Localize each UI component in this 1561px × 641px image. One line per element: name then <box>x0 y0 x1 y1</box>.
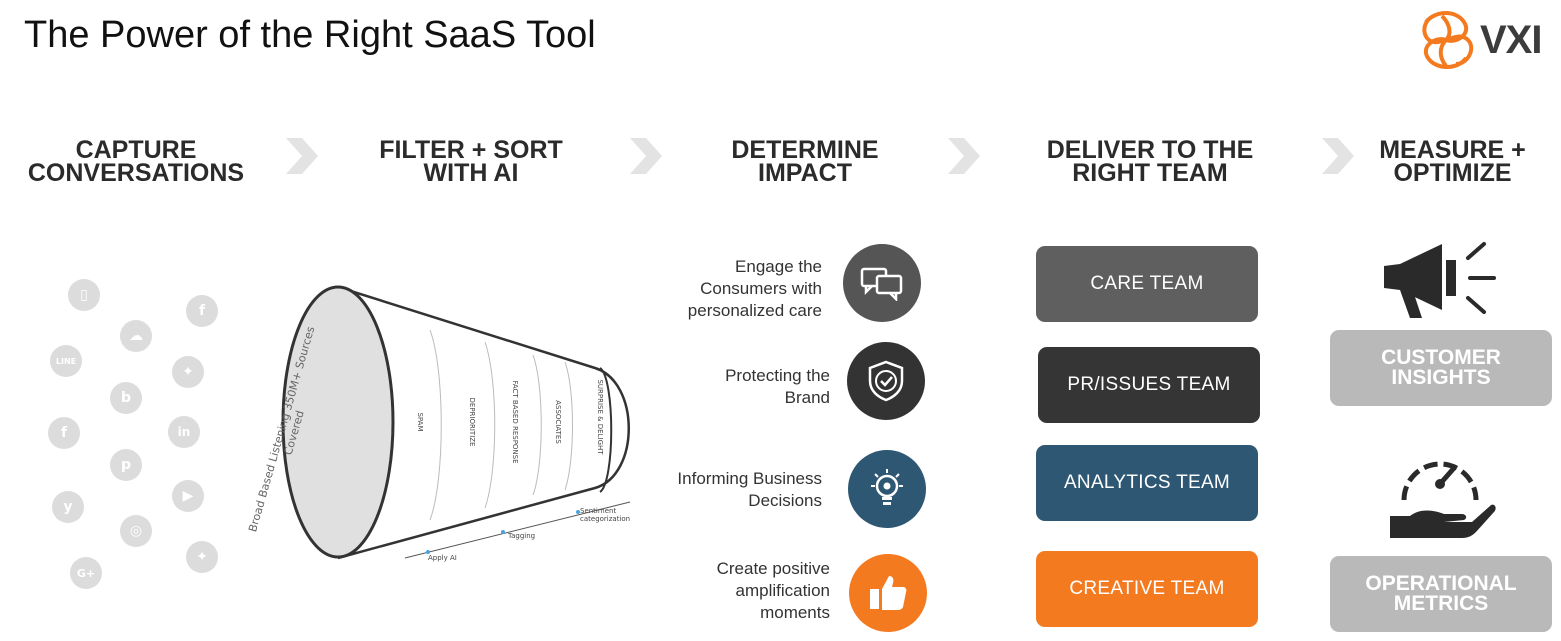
chevron-right-icon <box>630 138 662 174</box>
funnel-stage-label: ASSOCIATES <box>554 400 562 444</box>
googleplus-icon: G+ <box>70 557 102 589</box>
team-care: CARE TEAM <box>1036 246 1258 322</box>
step-measure: MEASURE +OPTIMIZE <box>1379 136 1526 187</box>
funnel-axis-label: Tagging <box>508 532 536 540</box>
logo-text: VXI <box>1480 18 1542 62</box>
shield-check-icon <box>847 342 925 420</box>
instagram-icon: ◎ <box>120 515 152 547</box>
megaphone-icon <box>1384 242 1496 318</box>
chat-bubbles-icon <box>843 244 921 322</box>
team-creative: CREATIVE TEAM <box>1036 551 1258 627</box>
ai-funnel-diagram <box>281 285 631 560</box>
page-title: The Power of the Right SaaS Tool <box>24 14 596 56</box>
snapchat-icon: ☁ <box>120 320 152 352</box>
funnel-stage-label: SURPRISE & DELIGHT <box>596 379 604 455</box>
line-icon: LINE <box>50 345 82 377</box>
funnel-stage-label: FACT BASED RESPONSE <box>511 380 519 464</box>
gauge-hand-icon <box>1390 461 1496 538</box>
yelp-icon: y <box>52 491 84 523</box>
blog-icon: b <box>110 382 142 414</box>
chevron-right-icon <box>286 138 318 174</box>
funnel-axis-label: Sentiment categorization <box>580 507 631 523</box>
chevron-right-icon <box>1322 138 1354 174</box>
vxi-logo-icon <box>1422 11 1474 69</box>
linkedin-icon: in <box>168 416 200 448</box>
facebook-icon: f <box>48 417 80 449</box>
funnel-axis-label: Apply AI <box>428 554 457 562</box>
lightbulb-gear-icon <box>848 450 926 528</box>
phone-icon: ▯ <box>68 279 100 311</box>
funnel-stage-label: SPAM <box>416 412 424 432</box>
team-analytics: ANALYTICS TEAM <box>1036 445 1258 521</box>
funnel-stage-label: DEPRIORITIZE <box>468 397 476 447</box>
chevron-right-icon <box>948 138 980 174</box>
team-pr-issues: PR/ISSUES TEAM <box>1038 347 1260 423</box>
twitter-icon: ✦ <box>186 541 218 573</box>
pinterest-icon: p <box>110 449 142 481</box>
facebook-icon: f <box>186 295 218 327</box>
youtube-icon: ▶ <box>172 480 204 512</box>
thumbs-up-icon <box>849 554 927 632</box>
twitter-icon: ✦ <box>172 356 204 388</box>
